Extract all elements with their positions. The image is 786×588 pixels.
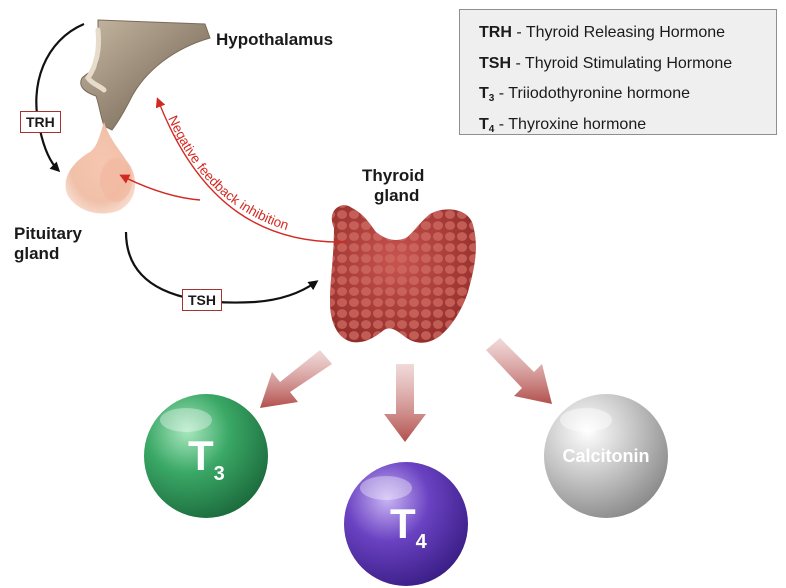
legend-text: - Thyroid Releasing Hormone xyxy=(511,24,726,41)
feedback-arrow-to-pituitary xyxy=(119,174,201,201)
legend-subscript: 4 xyxy=(488,123,495,135)
pituitary-label-line1: Pituitary xyxy=(14,224,83,243)
calcitonin-sphere-label: Calcitonin xyxy=(562,446,649,466)
t4-sphere: T4 xyxy=(344,462,468,586)
pituitary-label-line2: gland xyxy=(14,244,60,263)
feedback-arrow-to-hypothalamus xyxy=(155,97,347,243)
legend-row: T3 - Triiodothyronine hormone xyxy=(479,81,776,112)
legend-abbr: T xyxy=(479,115,489,133)
t3-sphere-label: T3 xyxy=(188,432,225,485)
legend-abbr: TSH xyxy=(479,54,511,72)
thyroid-label-line1: Thyroid xyxy=(362,166,425,185)
legend-subscript: 3 xyxy=(488,93,495,104)
calcitonin-sphere: Calcitonin xyxy=(544,394,668,518)
trh-tag: TRH xyxy=(20,111,61,133)
legend-box: TRH - Thyroid Releasing Hormone TSH - Th… xyxy=(459,9,777,135)
t4-sphere-label: T4 xyxy=(390,500,428,553)
legend-abbr: TRH xyxy=(479,24,512,41)
output-arrows xyxy=(260,338,552,442)
legend-row: TRH - Thyroid Releasing Hormone xyxy=(479,20,776,51)
legend-text: - Thyroxine hormone xyxy=(494,115,647,133)
t3-sphere: T3 xyxy=(144,394,268,518)
hypothalamus-illustration xyxy=(80,19,211,131)
thyroid-illustration xyxy=(330,205,476,343)
tsh-arrow xyxy=(124,231,319,304)
legend-abbr: T xyxy=(479,85,489,102)
hypothalamus-label: Hypothalamus xyxy=(216,30,334,49)
negative-feedback-label: Negative feedback inhibition xyxy=(165,113,290,233)
tsh-tag: TSH xyxy=(182,289,222,311)
legend-text: - Thyroid Stimulating Hormone xyxy=(511,54,733,72)
trh-arrow xyxy=(35,22,85,173)
pituitary-illustration xyxy=(65,122,136,214)
legend-row: TSH - Thyroid Stimulating Hormone xyxy=(479,51,776,82)
legend-row: T4 - Thyroxine hormone xyxy=(479,112,776,143)
legend-text: - Triiodothyronine hormone xyxy=(494,85,690,102)
thyroid-label-line2: gland xyxy=(374,186,420,205)
